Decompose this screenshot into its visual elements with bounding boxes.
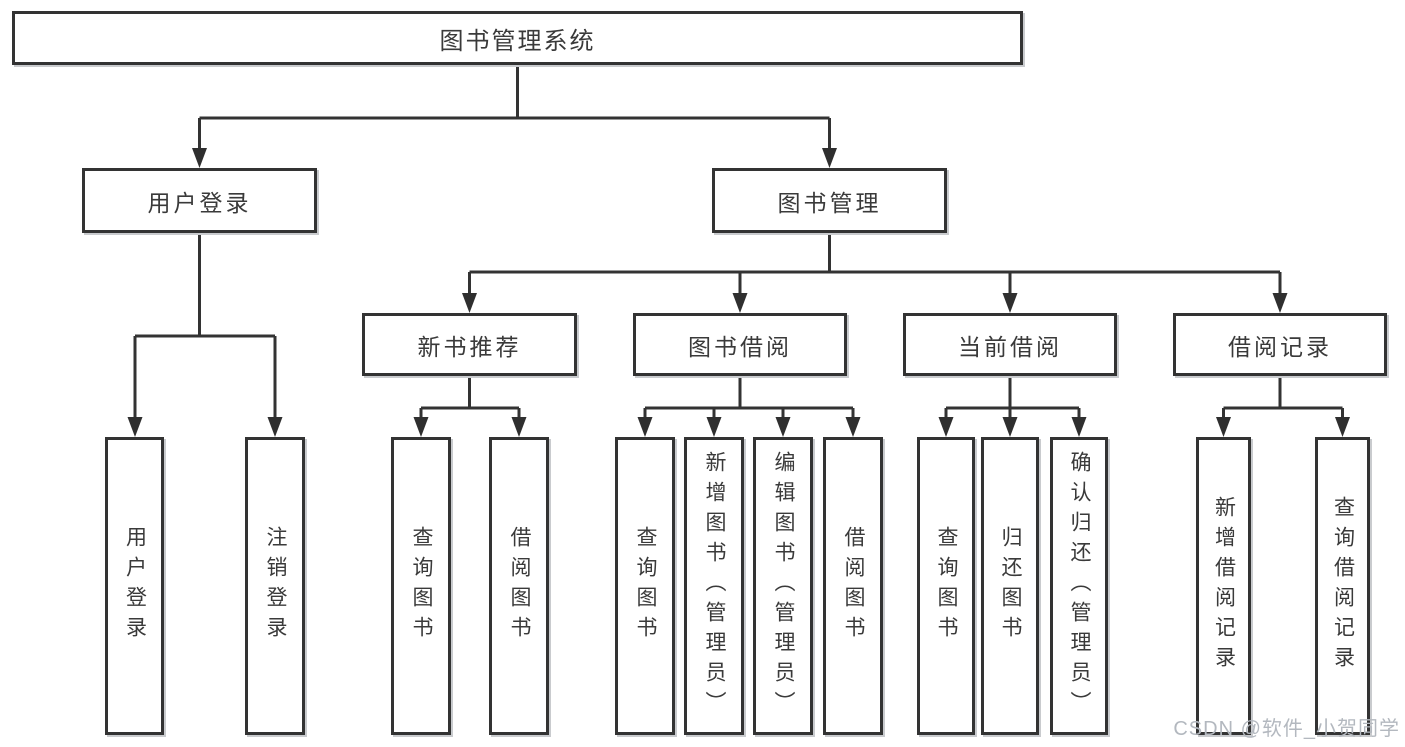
leaf-confirm-return-admin-label: 确认归还（管理员） xyxy=(1068,451,1091,721)
leaf-return-books-label: 归还图书 xyxy=(999,526,1022,646)
leaf-add-borrow-record: 新增借阅记录 xyxy=(1196,437,1251,735)
node-user-login: 用户登录 xyxy=(82,168,317,233)
leaf-add-books-admin-label: 新增图书（管理员） xyxy=(703,451,726,721)
node-user-login-label: 用户登录 xyxy=(147,189,252,216)
leaf-query-books-current-label: 查询图书 xyxy=(935,526,958,646)
leaf-borrow-books-recommend-label: 借阅图书 xyxy=(508,526,531,646)
leaf-borrow-books-recommend: 借阅图书 xyxy=(489,437,549,735)
connector-arrowheads xyxy=(127,148,1350,437)
leaf-query-books-borrow: 查询图书 xyxy=(615,437,675,735)
leaf-user-login-label: 用户登录 xyxy=(123,526,147,646)
node-new-book-recommend-label: 新书推荐 xyxy=(417,333,522,360)
node-book-management: 图书管理 xyxy=(712,168,947,233)
csdn-watermark: CSDN @软件_小贺同学 xyxy=(1173,718,1400,740)
leaf-edit-books-admin: 编辑图书（管理员） xyxy=(753,437,813,735)
node-borrow-records-label: 借阅记录 xyxy=(1228,333,1332,360)
leaf-edit-books-admin-label: 编辑图书（管理员） xyxy=(772,451,795,721)
leaf-borrow-books-borrow-label: 借阅图书 xyxy=(842,526,865,646)
node-book-borrow: 图书借阅 xyxy=(633,313,847,376)
node-new-book-recommend: 新书推荐 xyxy=(362,313,577,376)
node-book-management-label: 图书管理 xyxy=(777,189,882,216)
leaf-return-books: 归还图书 xyxy=(981,437,1039,735)
leaf-add-borrow-record-label: 新增借阅记录 xyxy=(1212,496,1236,676)
leaf-user-login: 用户登录 xyxy=(105,437,164,735)
leaf-query-borrow-record: 查询借阅记录 xyxy=(1315,437,1370,735)
leaf-query-books-borrow-label: 查询图书 xyxy=(634,526,657,646)
leaf-logout: 注销登录 xyxy=(245,437,305,735)
leaf-borrow-books-borrow: 借阅图书 xyxy=(823,437,883,735)
leaf-add-books-admin: 新增图书（管理员） xyxy=(684,437,744,735)
node-current-borrow: 当前借阅 xyxy=(903,313,1117,376)
node-current-borrow-label: 当前借阅 xyxy=(958,333,1062,360)
leaf-query-books-recommend: 查询图书 xyxy=(391,437,451,735)
node-borrow-records: 借阅记录 xyxy=(1173,313,1387,376)
node-root-system-label: 图书管理系统 xyxy=(439,27,596,55)
leaf-logout-label: 注销登录 xyxy=(264,526,287,646)
leaf-query-books-recommend-label: 查询图书 xyxy=(410,526,433,646)
node-book-borrow-label: 图书借阅 xyxy=(688,333,792,360)
node-root-system: 图书管理系统 xyxy=(12,11,1023,65)
leaf-query-borrow-record-label: 查询借阅记录 xyxy=(1331,496,1355,676)
leaf-confirm-return-admin: 确认归还（管理员） xyxy=(1050,437,1108,735)
leaf-query-books-current: 查询图书 xyxy=(917,437,975,735)
